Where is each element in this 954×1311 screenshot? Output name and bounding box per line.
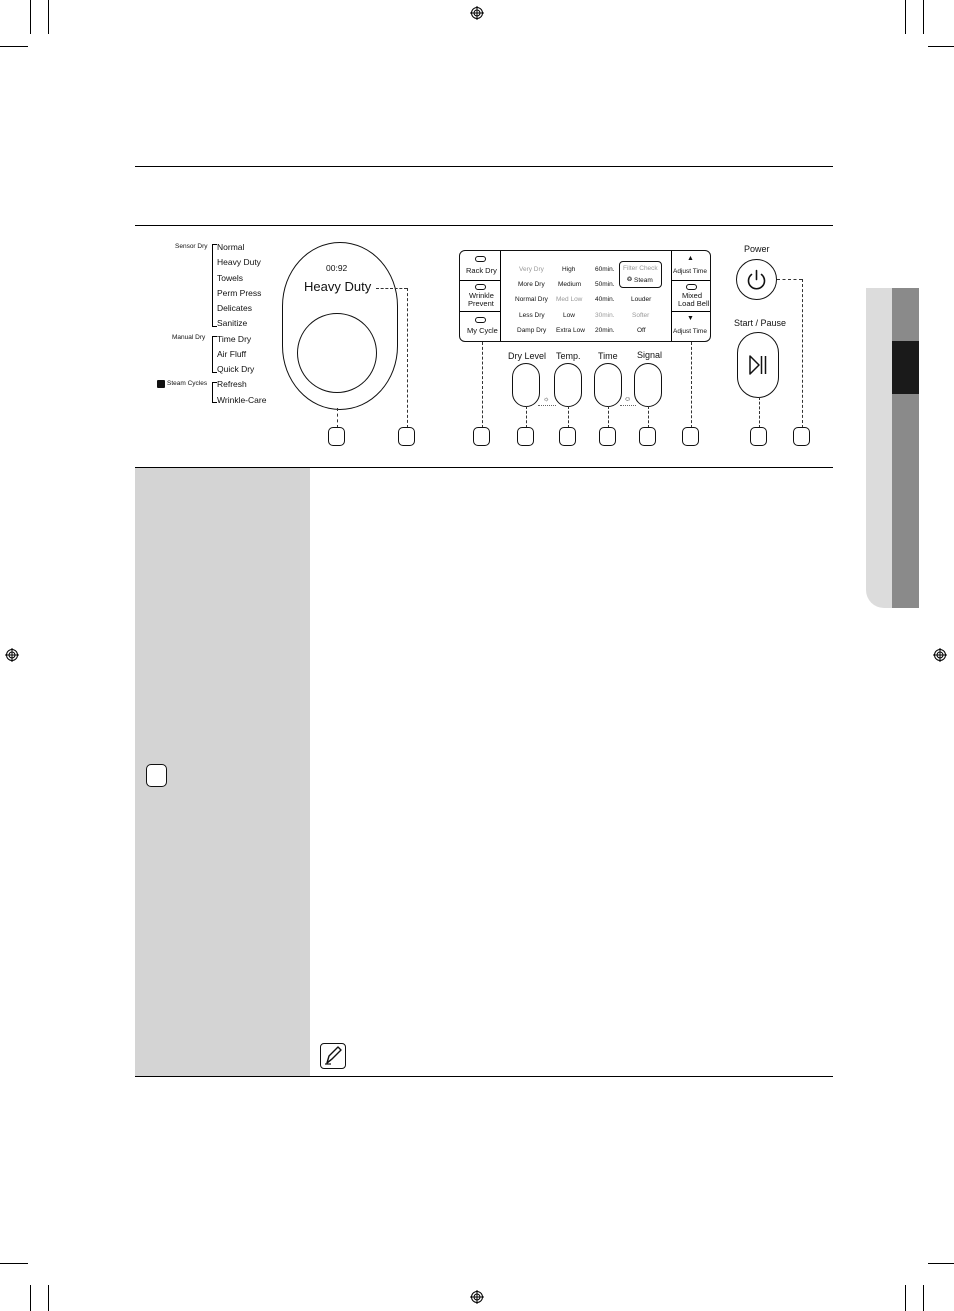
wrinkle-prevent-label-2: Prevent — [468, 299, 494, 308]
signal-button[interactable] — [634, 363, 662, 407]
rack-dry-label: Rack Dry — [466, 266, 497, 275]
top-rule — [135, 166, 833, 167]
steam-cycles-label: Steam Cycles — [167, 380, 208, 387]
temp-extra-low: Extra Low — [556, 327, 585, 334]
dry-level-damp-dry: Damp Dry — [517, 327, 547, 334]
panel-bottom-rule — [135, 467, 833, 468]
time-60: 60min. — [595, 266, 615, 273]
start-pause-label: Start / Pause — [734, 318, 787, 328]
cycle-selector-dial[interactable] — [297, 313, 377, 393]
time-40: 40min. — [595, 296, 615, 303]
cycle-heavy-duty: Heavy Duty — [217, 257, 261, 267]
play-pause-icon — [749, 355, 767, 375]
callout-box — [793, 427, 810, 446]
down-arrow-icon: ▼ — [687, 315, 694, 322]
light-icon: ☼ — [543, 396, 550, 403]
callout-box — [639, 427, 656, 446]
chapter-tab — [866, 288, 919, 608]
mixed-load-label-1: Mixed — [682, 291, 703, 300]
power-label: Power — [744, 244, 770, 254]
mixed-load-label-2: Load Bell — [678, 299, 710, 308]
temp-low: Low — [563, 312, 575, 319]
callout-box — [599, 427, 616, 446]
callout-box — [682, 427, 699, 446]
registration-mark-icon — [470, 6, 484, 20]
filter-check-label: Filter Check — [623, 265, 658, 272]
rack-dry-led-icon — [475, 256, 486, 262]
signal-louder: Louder — [631, 296, 652, 303]
time-50: 50min. — [595, 281, 615, 288]
time-button-label: Time — [598, 351, 618, 361]
time-30: 30min. — [595, 312, 615, 319]
wrinkle-prevent-label-1: Wrinkle — [469, 291, 494, 300]
dry-level-normal-dry: Normal Dry — [515, 296, 548, 303]
temp-button[interactable] — [554, 363, 582, 407]
callout-box — [398, 427, 415, 446]
cycle-air-fluff: Air Fluff — [217, 349, 247, 359]
smile-icon: ☺ — [624, 396, 632, 403]
adjust-time-up-label: Adjust Time — [673, 268, 707, 275]
callout-box — [473, 427, 490, 446]
my-cycle-label: My Cycle — [467, 326, 498, 335]
cycle-perm-press: Perm Press — [217, 288, 262, 298]
sensor-dry-label: Sensor Dry — [175, 243, 208, 250]
cycle-time-dry: Time Dry — [217, 334, 252, 344]
temp-high: High — [562, 266, 576, 273]
callout-box — [328, 427, 345, 446]
dry-level-less-dry: Less Dry — [519, 312, 545, 319]
temp-medium: Medium — [558, 281, 582, 288]
temp-button-label: Temp. — [556, 351, 581, 361]
display-cycle-name: Heavy Duty — [304, 279, 372, 294]
display-time: 00:92 — [326, 263, 348, 273]
callout-box — [517, 427, 534, 446]
mixed-load-led-icon — [686, 284, 697, 290]
display-dial-housing — [282, 242, 398, 410]
dry-level-more-dry: More Dry — [518, 281, 545, 288]
option-panel — [459, 250, 711, 342]
cycle-refresh: Refresh — [217, 379, 247, 389]
registration-mark-icon — [5, 648, 19, 662]
adjust-time-down-label: Adjust Time — [673, 328, 707, 335]
cycle-wrinkle-care: Wrinkle-Care — [217, 395, 267, 405]
dry-level-very-dry: Very Dry — [519, 266, 544, 273]
steam-icon: ❂ — [627, 277, 633, 283]
cycle-normal: Normal — [217, 242, 245, 252]
up-arrow-icon: ▲ — [687, 255, 694, 262]
filter-steam-indicator — [619, 261, 662, 288]
registration-mark-icon — [470, 1290, 484, 1304]
start-pause-button[interactable] — [737, 332, 779, 398]
steam-label: Steam — [634, 277, 653, 284]
cycle-quick-dry: Quick Dry — [217, 364, 255, 374]
cycle-sanitize: Sanitize — [217, 318, 248, 328]
table-callout-box — [146, 764, 167, 787]
cycle-towels: Towels — [217, 273, 243, 283]
table-bottom-rule — [135, 1076, 833, 1077]
my-cycle-led-icon — [475, 317, 486, 323]
callout-box — [750, 427, 767, 446]
callout-box — [559, 427, 576, 446]
dry-level-button[interactable] — [512, 363, 540, 407]
steam-cycles-icon — [157, 380, 165, 388]
time-20: 20min. — [595, 327, 615, 334]
signal-button-label: Signal — [637, 350, 663, 360]
time-button[interactable] — [594, 363, 622, 407]
registration-mark-icon — [933, 648, 947, 662]
wrinkle-prevent-led-icon — [475, 284, 486, 290]
note-icon — [320, 1043, 346, 1069]
panel-top-rule — [135, 225, 833, 226]
signal-off: Off — [637, 327, 646, 334]
temp-med-low: Med Low — [556, 296, 583, 303]
power-icon — [747, 269, 766, 290]
power-button[interactable] — [736, 259, 777, 300]
manual-dry-label: Manual Dry — [172, 334, 206, 341]
cycle-delicates: Delicates — [217, 303, 252, 313]
signal-softer: Softer — [632, 312, 650, 319]
dry-level-button-label: Dry Level — [508, 351, 547, 361]
